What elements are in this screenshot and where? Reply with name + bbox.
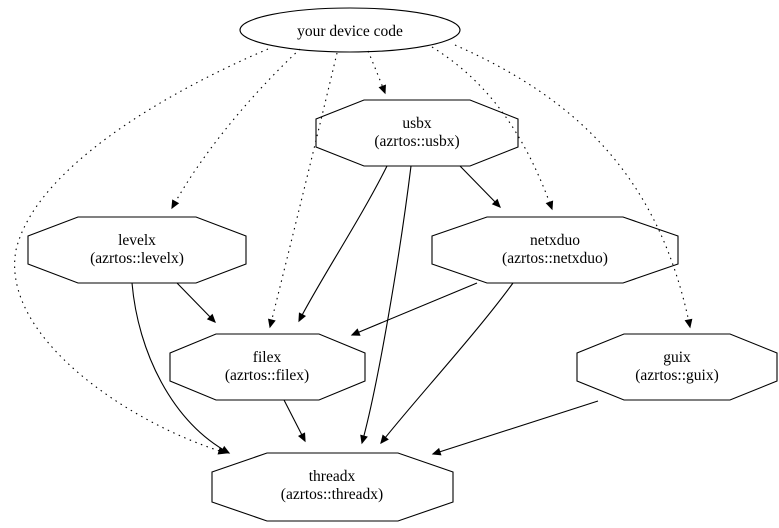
- edge-usbx-threadx: [360, 165, 412, 445]
- threadx-sublabel: (azrtos::threadx): [281, 486, 383, 503]
- filex-sublabel: (azrtos::filex): [225, 367, 309, 384]
- levelx-octagon: [27, 216, 247, 284]
- edge-device-levelx: [171, 48, 301, 210]
- node-threadx: threadx (azrtos::threadx): [211, 452, 454, 522]
- node-device: your device code: [239, 7, 461, 53]
- edge-device-guix: [454, 44, 693, 329]
- edge-device-usbx: [367, 50, 386, 95]
- threadx-label: threadx: [309, 468, 356, 485]
- edge-levelx-filex: [176, 282, 216, 323]
- device-label: your device code: [297, 23, 403, 40]
- edge-netxduo-threadx: [380, 282, 514, 445]
- edge-device-filex: [268, 52, 338, 329]
- edge-netxduo-filex: [350, 282, 478, 336]
- guix-octagon: [576, 333, 778, 401]
- guix-sublabel: (azrtos::guix): [635, 367, 719, 384]
- guix-label: guix: [663, 349, 691, 366]
- edge-usbx-netxduo: [459, 165, 501, 208]
- edge-levelx-threadx: [131, 282, 231, 454]
- usbx-sublabel: (azrtos::usbx): [374, 133, 459, 150]
- filex-octagon: [169, 333, 366, 401]
- edge-filex-threadx: [283, 399, 306, 443]
- edge-guix-threadx: [431, 400, 599, 456]
- node-filex: filex (azrtos::filex): [169, 333, 366, 401]
- filex-label: filex: [253, 349, 282, 366]
- netxduo-sublabel: (azrtos::netxduo): [502, 250, 608, 267]
- levelx-sublabel: (azrtos::levelx): [90, 250, 184, 267]
- netxduo-octagon: [431, 216, 679, 284]
- node-guix: guix (azrtos::guix): [576, 333, 778, 401]
- levelx-label: levelx: [118, 232, 156, 249]
- edge-usbx-filex: [298, 165, 388, 323]
- netxduo-label: netxduo: [530, 232, 580, 249]
- node-levelx: levelx (azrtos::levelx): [27, 216, 247, 284]
- threadx-octagon: [211, 452, 454, 522]
- device-ellipse: [239, 7, 461, 53]
- edge-device-threadx: [14, 48, 269, 455]
- edge-device-netxduo: [431, 46, 554, 211]
- node-netxduo: netxduo (azrtos::netxduo): [431, 216, 679, 284]
- usbx-label: usbx: [402, 115, 432, 132]
- usbx-octagon: [315, 99, 519, 167]
- edges: [14, 44, 693, 456]
- node-usbx: usbx (azrtos::usbx): [315, 99, 519, 167]
